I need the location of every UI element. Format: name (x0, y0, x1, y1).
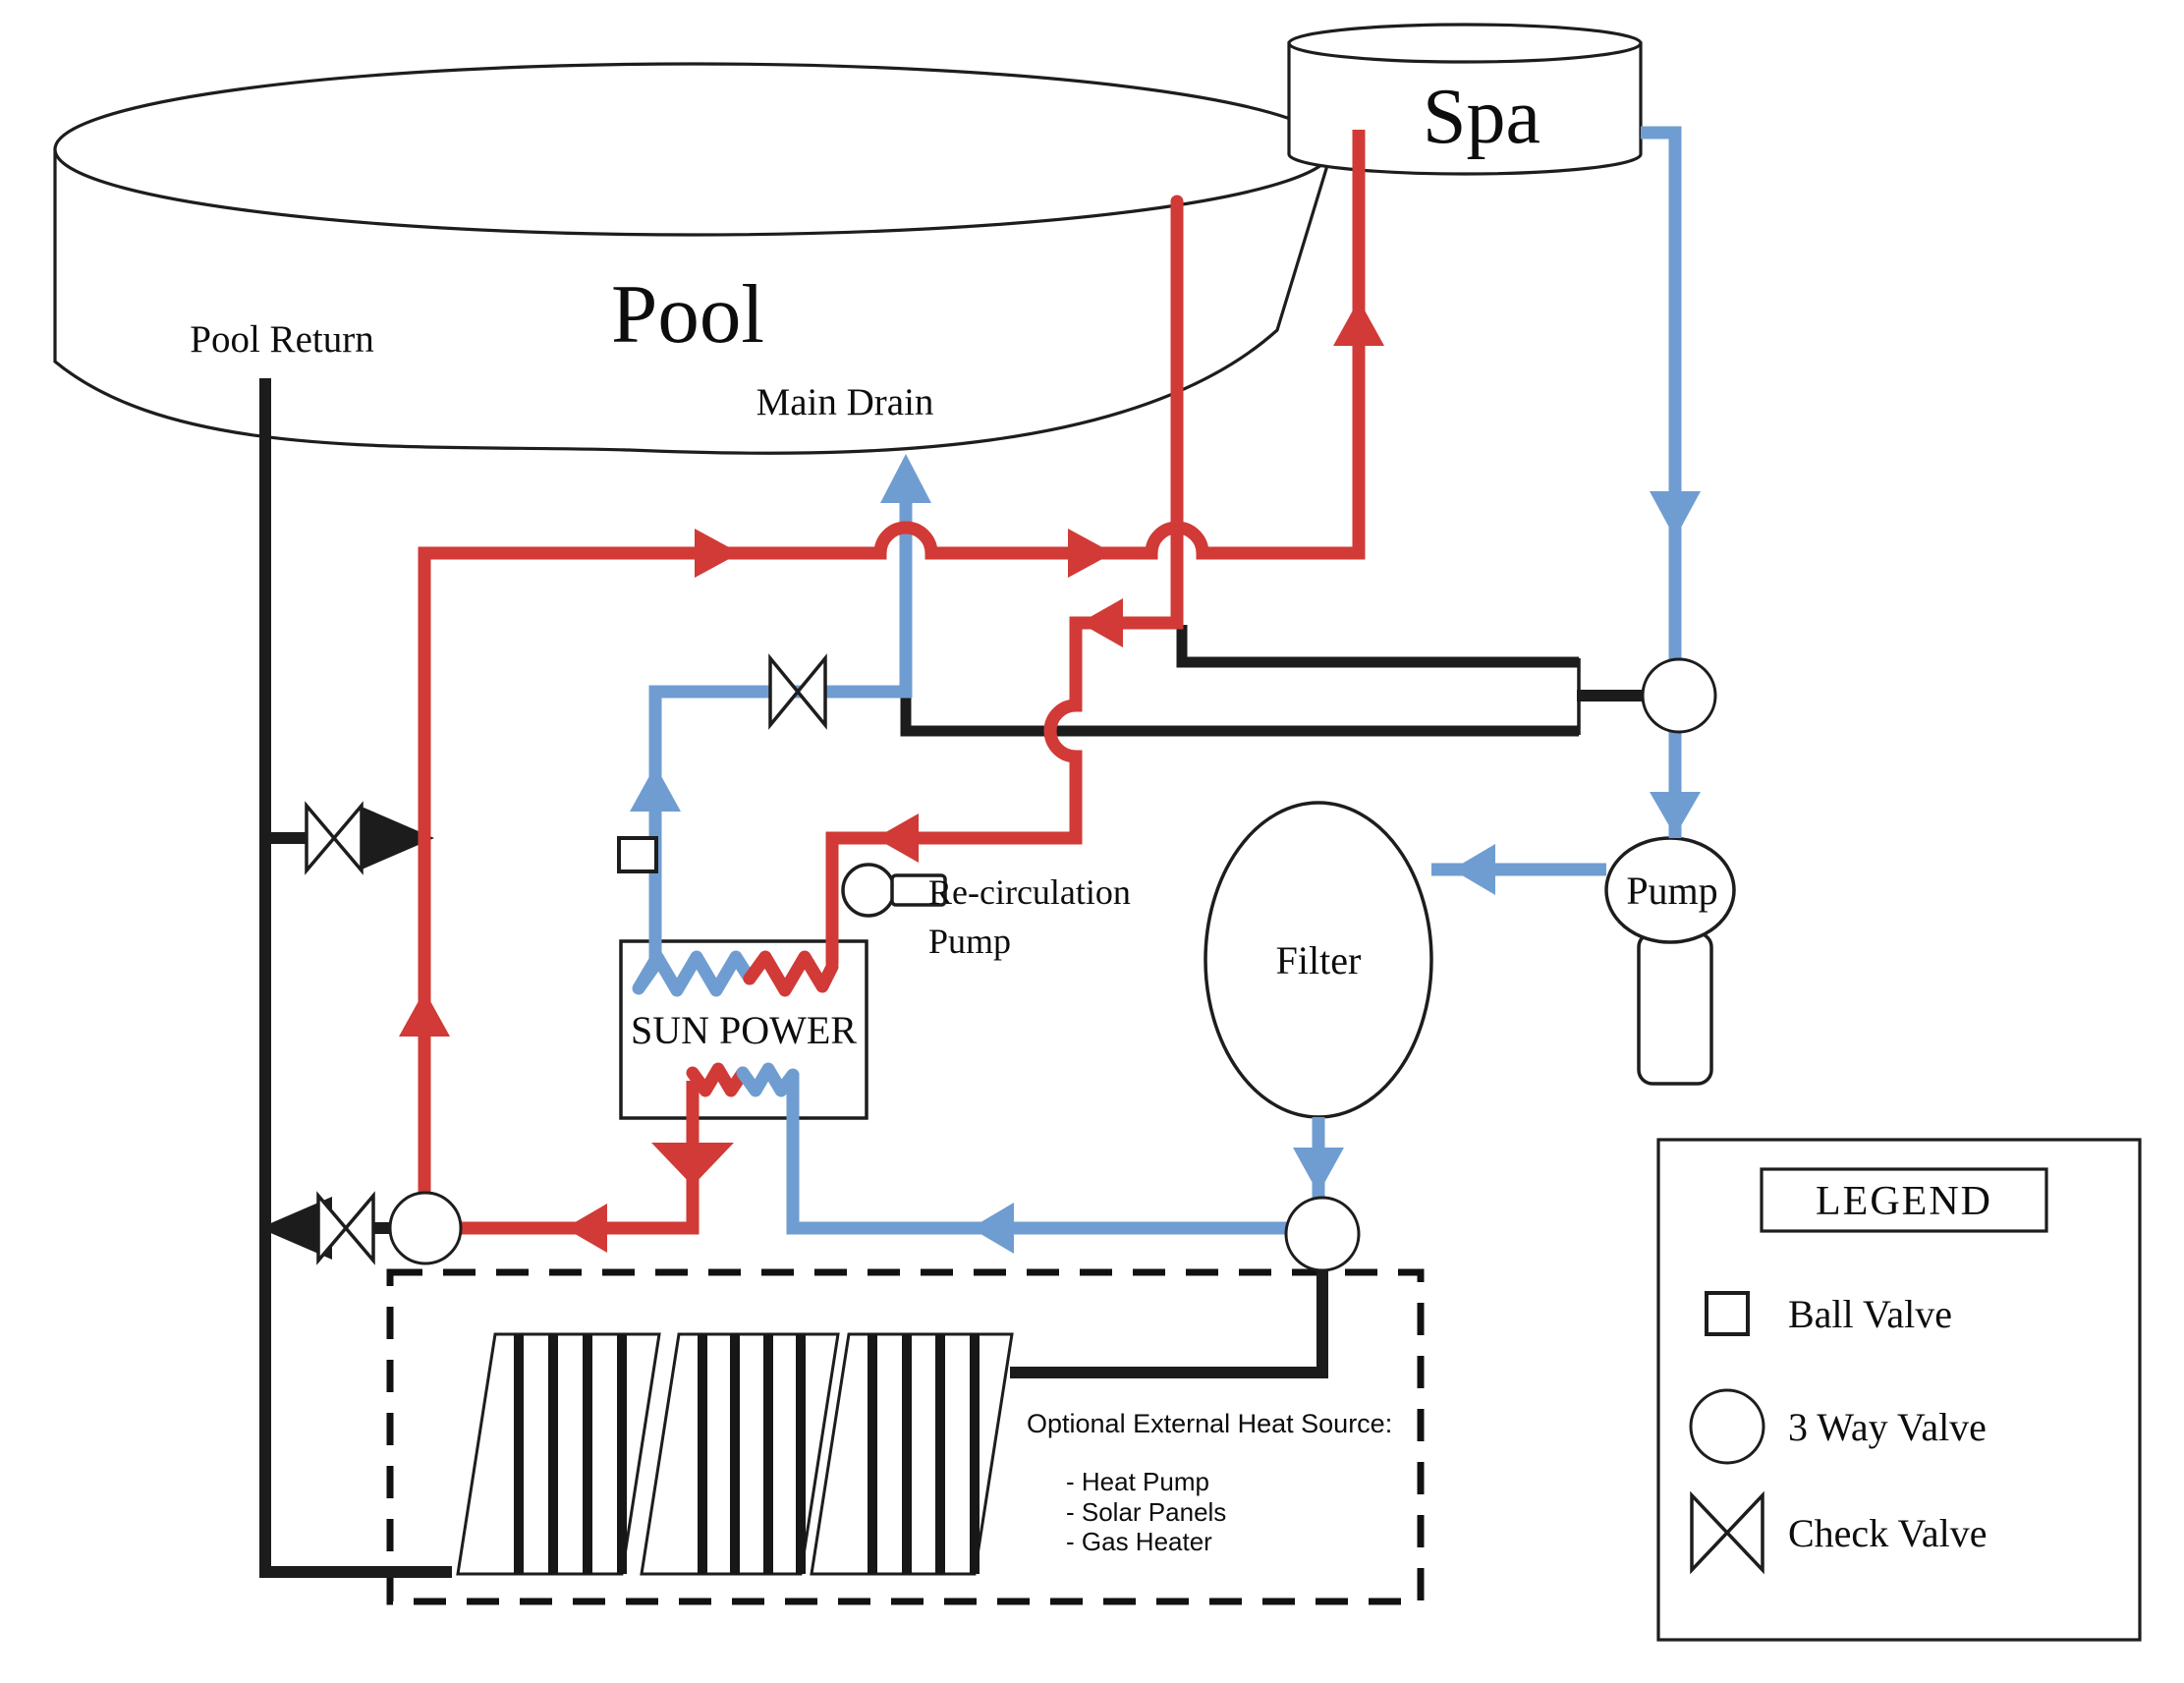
arrow-up-into-spa (1333, 300, 1384, 346)
legend-item: Ball Valve (1705, 1291, 1952, 1336)
ball-valve-icon (1705, 1291, 1750, 1336)
solar-panel (810, 1332, 1014, 1576)
arrow-right-hot-1 (695, 529, 740, 578)
recirculation-pipe (825, 195, 1184, 970)
recirculation-pump-symbol (841, 863, 947, 918)
exchanger-top-cold (632, 950, 756, 997)
heat-source-item: - Solar Panels (1066, 1497, 1226, 1527)
check-valve-symbol (305, 801, 364, 875)
exchanger-bottom-cold (736, 1062, 800, 1097)
black-pipes (259, 378, 1645, 1578)
valve-symbols (305, 653, 1717, 1272)
spa-label: Spa (1423, 74, 1540, 160)
arrow-down-filter-outlet (1293, 1148, 1344, 1194)
sun-power-label: SUN POWER (631, 1008, 857, 1052)
recirculation-pump-label-line2: Pump (928, 922, 1011, 961)
heat-source-feed-pipe (1010, 1268, 1328, 1378)
ball-valve-symbol (617, 836, 658, 873)
sun-power-heat-exchanger (632, 950, 839, 1097)
legend-item: 3 Way Valve (1689, 1388, 1987, 1465)
pool-body (53, 147, 1335, 455)
legend-item: Check Valve (1690, 1490, 1988, 1575)
exchanger-bottom-hot (686, 1062, 750, 1097)
pump-body (1637, 931, 1713, 1086)
pump-label: Pump (1626, 869, 1717, 913)
pool-label: Pool (611, 268, 764, 361)
solar-panel (456, 1332, 661, 1576)
pool-shape (53, 62, 1335, 455)
spa-body (1287, 41, 1643, 176)
blue-pipes (630, 126, 1701, 1254)
arrow-left-recirc-1 (1080, 598, 1123, 647)
spa-suction-pipe (1641, 126, 1682, 659)
main-drain-label: Main Drain (756, 381, 934, 423)
legend-item-label: 3 Way Valve (1788, 1405, 1987, 1449)
arrow-left-to-valve (565, 1204, 607, 1253)
arrow-down-solar-outlet (651, 1143, 734, 1186)
arrow-up-main-drain (880, 454, 931, 503)
legend-title: LEGEND (1816, 1179, 1992, 1224)
red-pipes (399, 130, 1384, 1253)
arrow-left-recirc-2 (875, 813, 919, 863)
heater-pipe-upper (1176, 625, 1579, 668)
arrow-left-into-filter (1452, 844, 1495, 895)
spa-top-ellipse (1287, 23, 1643, 64)
three-way-valve-symbol (1641, 657, 1717, 734)
arrow-down-spa-suction (1650, 491, 1701, 538)
pump-assembly (1604, 836, 1736, 1086)
arrow-left-black (259, 1197, 332, 1260)
filter-label: Filter (1276, 938, 1362, 982)
arrow-right-black (362, 807, 434, 870)
legend-title-box (1760, 1167, 2048, 1233)
check-valve-icon (1690, 1490, 1764, 1575)
optional-heat-source-box (386, 1268, 1425, 1605)
recirculation-pump-label-line1: Re-circulation (928, 872, 1131, 912)
check-valve-symbol (316, 1191, 375, 1265)
exchanger-top-hot (743, 950, 839, 997)
arrow-up-solar-return (630, 765, 681, 812)
three-way-valve-symbol (1284, 1196, 1361, 1272)
pool-top-ellipse (53, 62, 1334, 237)
heat-source-title: Optional External Heat Source: (1027, 1409, 1392, 1438)
hot-supply-pipe (418, 130, 1366, 1228)
arrow-down-into-pump (1650, 792, 1701, 836)
heat-source-item: - Heat Pump (1066, 1467, 1209, 1496)
solar-panel (640, 1332, 840, 1576)
legend-item-label: Check Valve (1788, 1511, 1988, 1555)
arrow-right-hot-2 (1068, 529, 1113, 578)
pool-return-pipe (259, 378, 452, 1578)
heater-pipe-lower (900, 694, 1579, 737)
solar-outlet-pipe (461, 1081, 700, 1235)
pool-return-label: Pool Return (190, 318, 373, 361)
legend-box (1656, 1138, 2142, 1642)
check-valve-symbol (768, 653, 827, 730)
three-way-valve-symbol (388, 1191, 463, 1265)
legend-item-label: Ball Valve (1788, 1292, 1952, 1336)
arrow-left-to-solar (971, 1203, 1014, 1254)
spa-shape (1287, 23, 1643, 176)
valve-to-solar-pipe (786, 1073, 1288, 1235)
legend: LEGEND Ball Valve 3 Way Valve Check Valv… (1656, 1138, 2142, 1642)
heat-source-item: - Gas Heater (1066, 1527, 1212, 1556)
three-way-valve-icon (1689, 1388, 1765, 1465)
arrow-up-hot-riser (399, 990, 450, 1037)
